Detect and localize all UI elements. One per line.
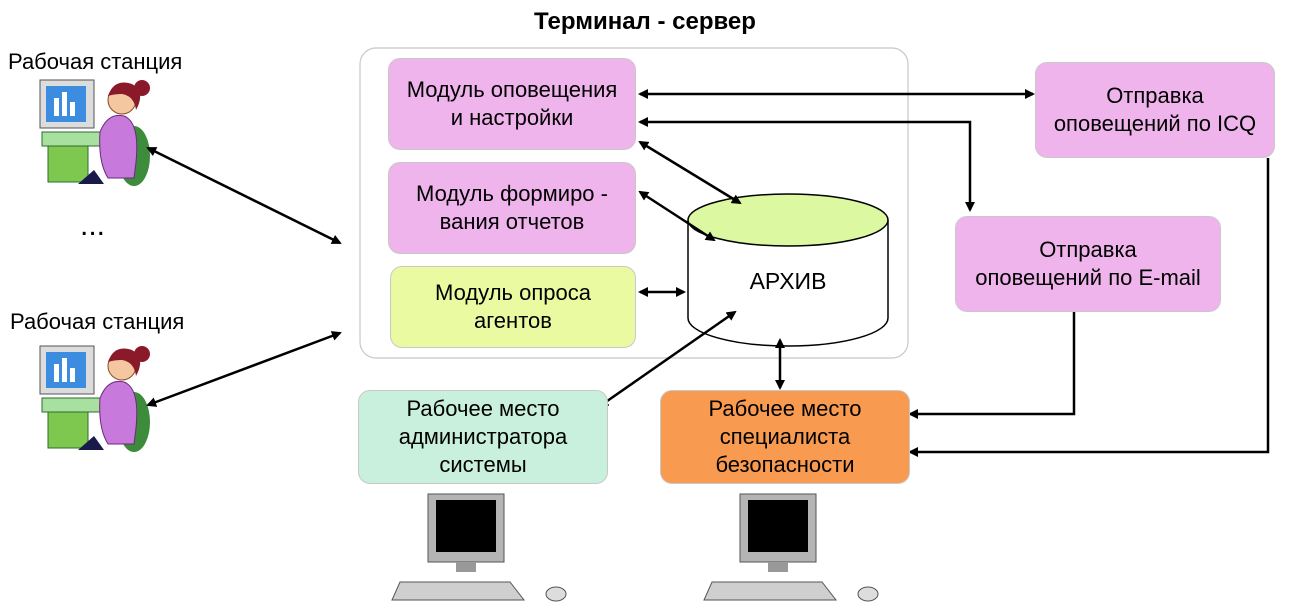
arrow-email-security [908,312,1076,419]
email-sender: Отправка оповещений по E-mail [955,216,1221,312]
ellipsis: ... [80,209,106,242]
computer-icon-admin [391,493,567,602]
workstation-icon-2 [39,345,150,452]
security-workplace: Рабочее место специалиста безопасности [660,390,910,484]
arrow-archive-admin [598,310,737,408]
archive-label: АРХИВ [749,268,827,294]
computer-icon-security [703,493,879,602]
workstation-label-1: Рабочая станция [8,49,183,74]
arrow-icq-security [908,158,1270,457]
arrow-ws2-server [146,331,342,407]
workstation-label-2: Рабочая станция [10,309,185,334]
arrow-notify-email [638,117,975,212]
diagram-title: Терминал - сервер [534,8,756,35]
arrow-notify-archive [638,140,742,205]
module-notify: Модуль оповещения и настройки [388,58,636,150]
icq-sender: Отправка оповещений по ICQ [1035,62,1275,158]
arrow-ws1-server [146,146,342,245]
admin-workplace: Рабочее место администратора системы [358,390,608,484]
workstation-icon-1 [39,79,150,186]
arrow-reports-archive [638,190,716,242]
module-poll: Модуль опроса агентов [390,266,636,348]
module-reports: Модуль формиро - вания отчетов [388,162,636,254]
